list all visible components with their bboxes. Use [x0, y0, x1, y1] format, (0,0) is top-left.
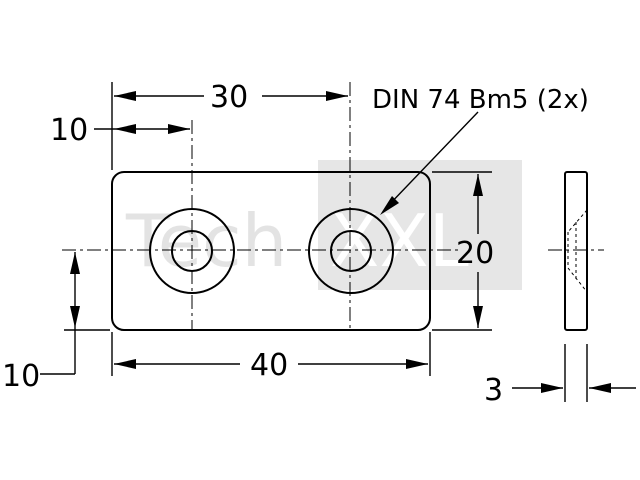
arrow-head [406, 359, 428, 369]
arrow-head [541, 383, 563, 393]
watermark-right-text: XXL [330, 199, 469, 283]
dimension-hole-offset-x: 10 [50, 113, 190, 148]
hole-left-inner [171, 230, 213, 272]
callout-label: DIN 74 Bm5 (2x) [372, 85, 589, 115]
arrow-head [70, 306, 80, 328]
arrow-head [473, 174, 483, 196]
arrow-head [114, 91, 136, 101]
dimension-label: 10 [2, 359, 40, 394]
dimension-thickness: 3 [484, 344, 636, 408]
arrow-head [473, 306, 483, 328]
hole-right-inner [330, 230, 372, 272]
hole-right [308, 208, 394, 294]
arrow-head [114, 124, 136, 134]
arrow-head [114, 359, 136, 369]
hole-left-outer [149, 208, 235, 294]
dimension-label: 3 [484, 373, 503, 408]
side-view-outline [564, 171, 588, 331]
hole-left [149, 208, 235, 294]
dimension-label: 10 [50, 113, 88, 148]
dimension-hole-spacing: 30 [114, 80, 348, 115]
callout: DIN 74 Bm5 (2x) [372, 85, 589, 215]
arrow-head [70, 252, 80, 274]
side-view [548, 171, 604, 331]
dimension-hole-offset-y: 10 [2, 252, 80, 394]
dimension-label: 20 [456, 236, 494, 271]
hole-right-outer [308, 208, 394, 294]
callout-leader-line [385, 111, 479, 209]
hidden-line [567, 267, 588, 293]
dimension-label: 40 [250, 348, 288, 383]
arrow-head [589, 383, 611, 393]
hidden-line [567, 209, 588, 233]
watermark: Tech XXL [125, 160, 522, 290]
dimension-height: 20 [456, 174, 494, 328]
arrow-head [326, 91, 348, 101]
watermark-box [318, 160, 522, 290]
arrow-head [380, 196, 399, 215]
dimension-label: 30 [210, 80, 248, 115]
arrow-head [168, 124, 190, 134]
plate-outline [111, 171, 431, 331]
dimension-length: 40 [114, 348, 428, 383]
